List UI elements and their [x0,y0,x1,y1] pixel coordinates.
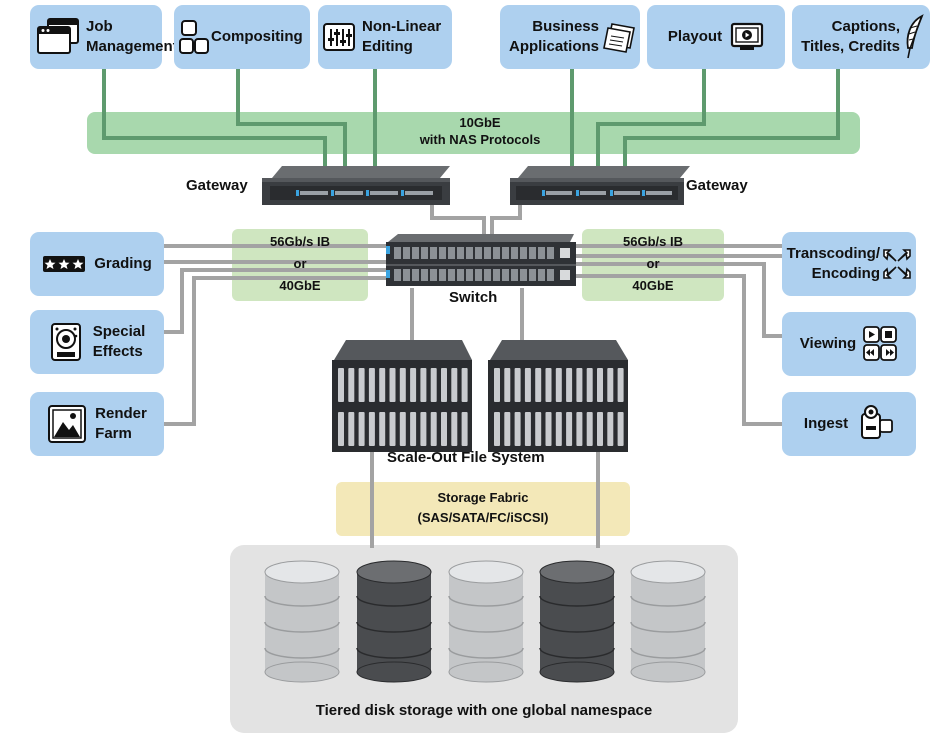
switch-label: Switch [449,289,498,306]
disk-stack-5 [630,560,706,683]
nas-wire-captions [623,68,840,172]
nas-wire-playout [596,68,706,172]
app-label-special-effects: Special Effects [92,323,146,360]
gateway-right-label: Gateway [686,177,748,194]
app-box-job-management[interactable]: Job Management [30,5,178,69]
monitor-play-icon [730,22,764,50]
app-label-non-linear-editing: Non-Linear Editing [362,18,442,55]
nas-wires [102,68,840,172]
app-box-viewing[interactable]: Viewing [782,312,916,376]
app-label-grading: Grading [94,255,152,272]
disk-stack-3 [448,560,524,683]
special-effects-wire [164,268,388,334]
quill-pen-icon [906,14,924,59]
app-label-compositing: Compositing [211,28,303,45]
gateway-left-to-switch [430,205,486,240]
expand-arrows-icon [883,249,911,279]
app-label-transcoding: Transcoding/ Encoding [786,245,880,282]
nas-wire-compositing [236,68,347,172]
image-frame-icon [48,405,87,443]
app-box-compositing[interactable]: Compositing [174,5,310,69]
app-label-viewing: Viewing [799,335,857,352]
tiered-storage-label: Tiered disk storage with one global name… [315,702,653,719]
storage-array-right [488,340,628,452]
gateway-right-to-switch [490,205,522,240]
disk-stacks [264,560,706,683]
disk-stack-4 [539,560,615,683]
layered-squares-icon [179,20,209,54]
app-box-non-linear-editing[interactable]: Non-Linear Editing [318,5,452,69]
app-box-transcoding[interactable]: Transcoding/ Encoding [782,232,916,296]
app-label-business-applications: Business Applications [508,18,599,55]
disk-stack-2 [356,560,432,683]
ingest-wire [574,274,782,426]
app-box-business-applications[interactable]: Business Applications [500,5,640,69]
app-box-playout[interactable]: Playout [647,5,785,69]
app-label-captions: Captions, Titles, Credits [801,18,900,55]
stacked-documents-icon [603,23,635,53]
app-box-grading[interactable]: Grading [30,232,164,296]
browser-windows-icon [37,18,79,54]
rating-stars-icon [43,256,86,272]
effects-badge-icon [50,323,81,361]
app-label-render-farm: Render Farm [95,405,147,442]
ethernet-wires [164,205,782,548]
app-label-ingest: Ingest [803,415,849,432]
app-label-job-management: Job Management [86,18,178,55]
nas-wire-job [102,68,327,172]
media-controls-icon [863,326,898,361]
storage-fabric-band-shape [336,482,630,536]
nas-protocols-label: 10GbE with NAS Protocols [419,115,541,147]
app-box-captions[interactable]: Captions, Titles, Credits [792,5,930,69]
file-system-label: Scale-Out File System [387,449,545,466]
camcorder-icon [861,405,893,439]
storage-fabric-label: Storage Fabric (SAS/SATA/FC/iSCSI) [417,490,549,525]
app-label-playout: Playout [667,28,723,45]
app-box-render-farm[interactable]: Render Farm [30,392,164,456]
viewing-wire [574,262,782,338]
app-box-ingest[interactable]: Ingest [782,392,916,456]
gateway-left-label: Gateway [186,177,248,194]
gateway-left-server [262,166,450,205]
network-switch [386,234,576,286]
app-box-special-effects[interactable]: Special Effects [30,310,164,374]
disk-stack-1 [264,560,340,683]
render-farm-wire [164,276,388,426]
ib-left-label: 56Gb/s IB or 40GbE [270,234,330,293]
storage-array-left [332,340,472,452]
ib-right-label: 56Gb/s IB or 40GbE [623,234,683,293]
mixer-sliders-icon [323,23,355,51]
gateway-right-server [510,166,690,205]
